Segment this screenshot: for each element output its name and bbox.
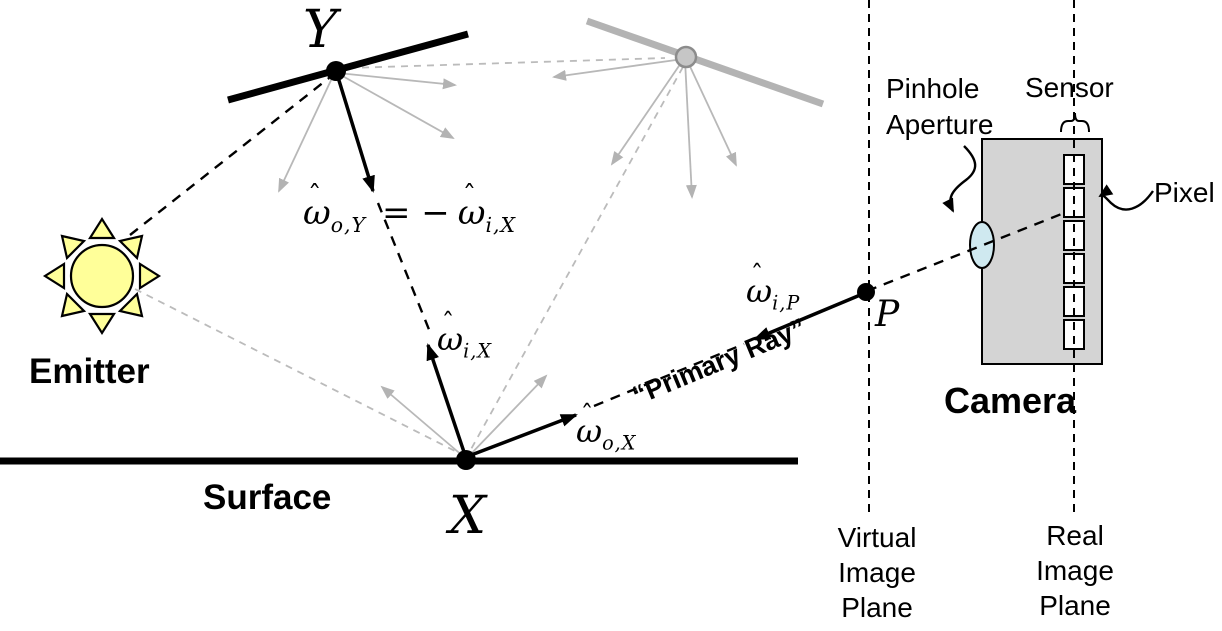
sun-icon — [42, 216, 162, 336]
pinhole-aperture-label-line1: Pinhole — [886, 73, 980, 104]
pixel-callout-arrow — [1098, 184, 1154, 211]
ghost-dashed-paths — [134, 57, 684, 454]
point-p-dot — [857, 283, 875, 301]
sensor-brace-icon — [1060, 112, 1090, 133]
ghost-surface-line — [585, 17, 825, 108]
virtual-image-plane-label: Virtual Image Plane — [837, 522, 917, 623]
surface-label: Surface — [203, 478, 332, 517]
light-path-dashed — [129, 77, 745, 408]
equals-minus-operator: = − — [381, 193, 450, 233]
aperture-callout-arrow — [942, 145, 977, 213]
pixel-label: Pixel — [1154, 177, 1215, 208]
point-x-dot — [456, 450, 476, 470]
pinhole-aperture-label: Pinhole Aperture — [886, 71, 993, 143]
y-tangent-line — [227, 30, 469, 104]
point-x-label: X — [449, 486, 487, 546]
pinhole-aperture-label-line2: Aperture — [886, 109, 994, 140]
point-y-label: Y — [303, 0, 338, 60]
ghost-bounce-point — [674, 45, 698, 69]
y-scatter-arrows — [278, 72, 457, 193]
sensor-label: Sensor — [1025, 72, 1114, 103]
direction-arrows — [335, 73, 866, 459]
real-image-plane-label: Real Image Plane — [1036, 520, 1114, 621]
ghost-scatter-arrows — [552, 58, 737, 199]
pinhole-aperture-icon — [969, 221, 995, 269]
x-scatter-arrows — [380, 374, 548, 458]
camera-label: Camera — [944, 380, 1077, 421]
point-p-label: P — [875, 294, 900, 335]
emitter-label: Emitter — [29, 352, 150, 391]
point-y-dot — [326, 61, 346, 81]
